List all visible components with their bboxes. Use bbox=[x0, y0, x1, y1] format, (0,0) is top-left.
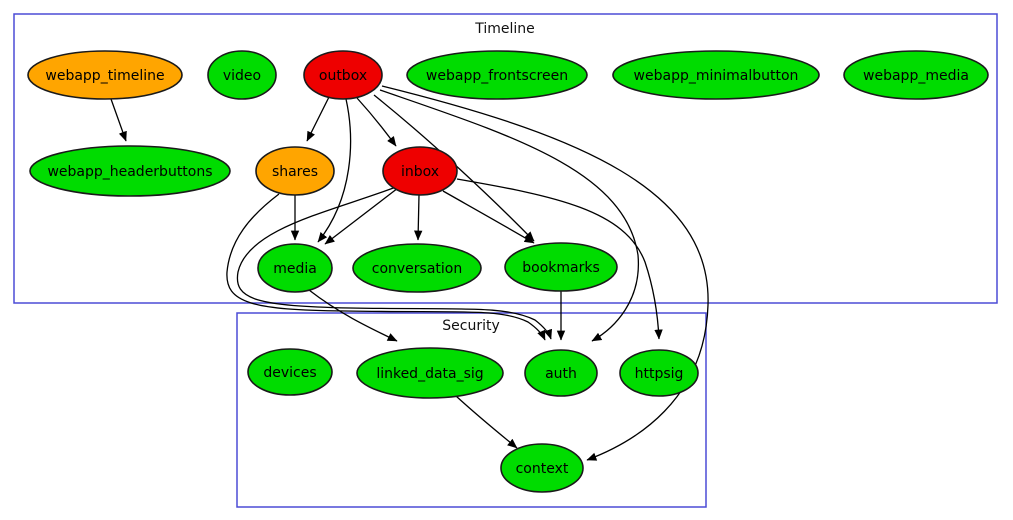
cluster-timeline: Timeline bbox=[13, 13, 998, 304]
node-outbox: outbox bbox=[303, 50, 383, 100]
node-webapp_minimalbutton: webapp_minimalbutton bbox=[612, 50, 820, 100]
edge-media-linked_data_sig bbox=[308, 289, 398, 342]
edge-outbox-shares bbox=[306, 96, 330, 142]
node-auth-label: auth bbox=[545, 366, 577, 382]
node-webapp_headerbuttons-shape bbox=[29, 145, 231, 197]
edge-outbox-auth bbox=[379, 89, 639, 342]
node-media-label: media bbox=[273, 261, 317, 277]
node-httpsig-shape bbox=[619, 349, 699, 397]
edge-outbox-media bbox=[317, 98, 352, 243]
node-webapp_media-shape bbox=[843, 50, 989, 100]
node-linked_data_sig: linked_data_sig bbox=[356, 347, 504, 399]
node-auth: auth bbox=[524, 349, 598, 397]
node-media: media bbox=[257, 243, 333, 293]
cluster-timeline-border bbox=[13, 13, 998, 304]
node-outbox-shape bbox=[303, 50, 383, 100]
node-bookmarks-label: bookmarks bbox=[522, 260, 600, 276]
node-video-label: video bbox=[223, 68, 261, 84]
node-webapp_frontscreen-shape bbox=[406, 50, 588, 100]
node-shares-shape bbox=[255, 146, 335, 196]
edge-webapp_timeline-webapp_headerbuttons bbox=[110, 98, 127, 142]
node-shares-label: shares bbox=[272, 164, 318, 180]
edge-inbox-bookmarks bbox=[442, 190, 535, 244]
node-inbox: inbox bbox=[382, 146, 458, 196]
node-webapp_media: webapp_media bbox=[843, 50, 989, 100]
edge-inbox-auth bbox=[236, 186, 553, 340]
cluster-security: Security bbox=[236, 312, 707, 508]
node-context-label: context bbox=[516, 461, 569, 477]
node-linked_data_sig-label: linked_data_sig bbox=[376, 366, 483, 382]
node-conversation: conversation bbox=[352, 243, 482, 293]
node-webapp_media-label: webapp_media bbox=[863, 68, 969, 84]
node-linked_data_sig-shape bbox=[356, 347, 504, 399]
node-conversation-shape bbox=[352, 243, 482, 293]
node-video: video bbox=[207, 50, 277, 100]
edge-inbox-httpsig bbox=[456, 178, 663, 340]
node-media-shape bbox=[257, 243, 333, 293]
node-devices: devices bbox=[247, 348, 333, 396]
edge-outbox-context bbox=[381, 85, 709, 461]
nodes: webapp_timeline video outbox webapp_fron… bbox=[27, 50, 989, 493]
edge-shares-auth bbox=[226, 193, 546, 341]
node-webapp_timeline-shape bbox=[27, 50, 183, 100]
node-auth-shape bbox=[524, 349, 598, 397]
node-webapp_minimalbutton-label: webapp_minimalbutton bbox=[634, 68, 799, 84]
node-video-shape bbox=[207, 50, 277, 100]
node-outbox-label: outbox bbox=[319, 68, 367, 84]
node-webapp_headerbuttons: webapp_headerbuttons bbox=[29, 145, 231, 197]
node-conversation-label: conversation bbox=[372, 261, 462, 277]
node-inbox-shape bbox=[382, 146, 458, 196]
cluster-timeline-label: Timeline bbox=[474, 21, 535, 37]
cluster-security-label: Security bbox=[442, 318, 500, 334]
node-webapp_frontscreen-label: webapp_frontscreen bbox=[426, 68, 568, 84]
edge-linked_data_sig-context bbox=[455, 395, 518, 449]
node-context-shape bbox=[500, 443, 584, 493]
node-context: context bbox=[500, 443, 584, 493]
node-httpsig-label: httpsig bbox=[635, 366, 684, 382]
node-inbox-label: inbox bbox=[401, 164, 439, 180]
node-devices-shape bbox=[247, 348, 333, 396]
edges bbox=[110, 85, 709, 461]
node-webapp_headerbuttons-label: webapp_headerbuttons bbox=[47, 164, 212, 180]
node-devices-label: devices bbox=[263, 365, 316, 381]
node-webapp_frontscreen: webapp_frontscreen bbox=[406, 50, 588, 100]
edge-outbox-inbox bbox=[356, 97, 397, 147]
cluster-security-border bbox=[236, 312, 707, 508]
node-webapp_timeline: webapp_timeline bbox=[27, 50, 183, 100]
edge-inbox-media bbox=[324, 187, 399, 245]
node-bookmarks-shape bbox=[504, 242, 618, 292]
node-shares: shares bbox=[255, 146, 335, 196]
edge-inbox-conversation bbox=[414, 194, 423, 241]
node-httpsig: httpsig bbox=[619, 349, 699, 397]
node-webapp_minimalbutton-shape bbox=[612, 50, 820, 100]
edge-outbox-bookmarks bbox=[373, 94, 535, 242]
node-bookmarks: bookmarks bbox=[504, 242, 618, 292]
node-webapp_timeline-label: webapp_timeline bbox=[45, 68, 164, 84]
